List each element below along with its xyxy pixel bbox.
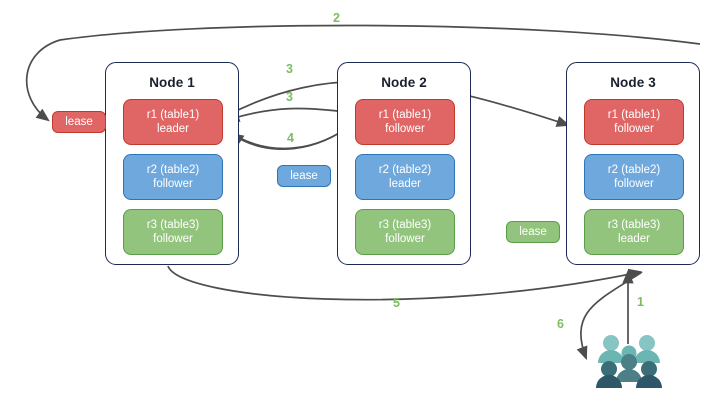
edge-step-3-upper (225, 107, 353, 122)
replica-node3-r2: r2 (table2) follower (584, 154, 684, 200)
replica-name: r3 (table3) (378, 219, 432, 231)
users-icon (596, 335, 662, 388)
step-label-2: 2 (333, 11, 340, 25)
lease-label: lease (65, 116, 93, 128)
step-label-5: 5 (393, 296, 400, 310)
step-label-4: 4 (287, 131, 294, 145)
lease-badge-blue: lease (277, 165, 331, 187)
replica-name: r2 (table2) (607, 164, 661, 176)
node-title-node2: Node 2 (381, 75, 427, 90)
replica-role: leader (389, 178, 421, 190)
node-box-node2: Node 2 r1 (table1) follower r2 (table2) … (337, 62, 471, 265)
replica-name: r1 (table1) (146, 109, 200, 121)
replica-node2-r2: r2 (table2) leader (355, 154, 455, 200)
replica-role: follower (614, 123, 654, 135)
replica-name: r1 (table1) (378, 109, 432, 121)
replica-name: r1 (table1) (607, 109, 661, 121)
replica-role: follower (385, 123, 425, 135)
step-label-6: 6 (557, 317, 564, 331)
replica-name: r3 (table3) (607, 219, 661, 231)
node-title-node1: Node 1 (149, 75, 195, 90)
step-label-3-lower: 3 (286, 90, 293, 104)
edge-step-5 (167, 265, 643, 301)
replica-name: r2 (table2) (146, 164, 200, 176)
replica-role: follower (153, 178, 193, 190)
replica-node1-r3: r3 (table3) follower (123, 209, 223, 255)
replica-node2-r1: r1 (table1) follower (355, 99, 455, 145)
lease-label: lease (519, 226, 547, 238)
node-title-node3: Node 3 (610, 75, 656, 90)
lease-label: lease (290, 170, 318, 182)
replica-role: leader (618, 233, 650, 245)
replica-role: follower (153, 233, 193, 245)
replica-node3-r1: r1 (table1) follower (584, 99, 684, 145)
replica-node1-r1: r1 (table1) leader (123, 99, 223, 145)
node-box-node1: Node 1 r1 (table1) leader r2 (table2) fo… (105, 62, 239, 265)
lease-badge-red: lease (52, 111, 106, 133)
lease-badge-green: lease (506, 221, 560, 243)
replica-role: follower (614, 178, 654, 190)
replica-role: leader (157, 123, 189, 135)
replica-name: r3 (table3) (146, 219, 200, 231)
replica-name: r2 (table2) (378, 164, 432, 176)
step-label-3-upper: 3 (286, 62, 293, 76)
node-box-node3: Node 3 r1 (table1) follower r2 (table2) … (566, 62, 700, 265)
replica-node3-r3: r3 (table3) leader (584, 209, 684, 255)
step-label-1: 1 (637, 295, 644, 309)
replica-node1-r2: r2 (table2) follower (123, 154, 223, 200)
replica-role: follower (385, 233, 425, 245)
replica-node2-r3: r3 (table3) follower (355, 209, 455, 255)
